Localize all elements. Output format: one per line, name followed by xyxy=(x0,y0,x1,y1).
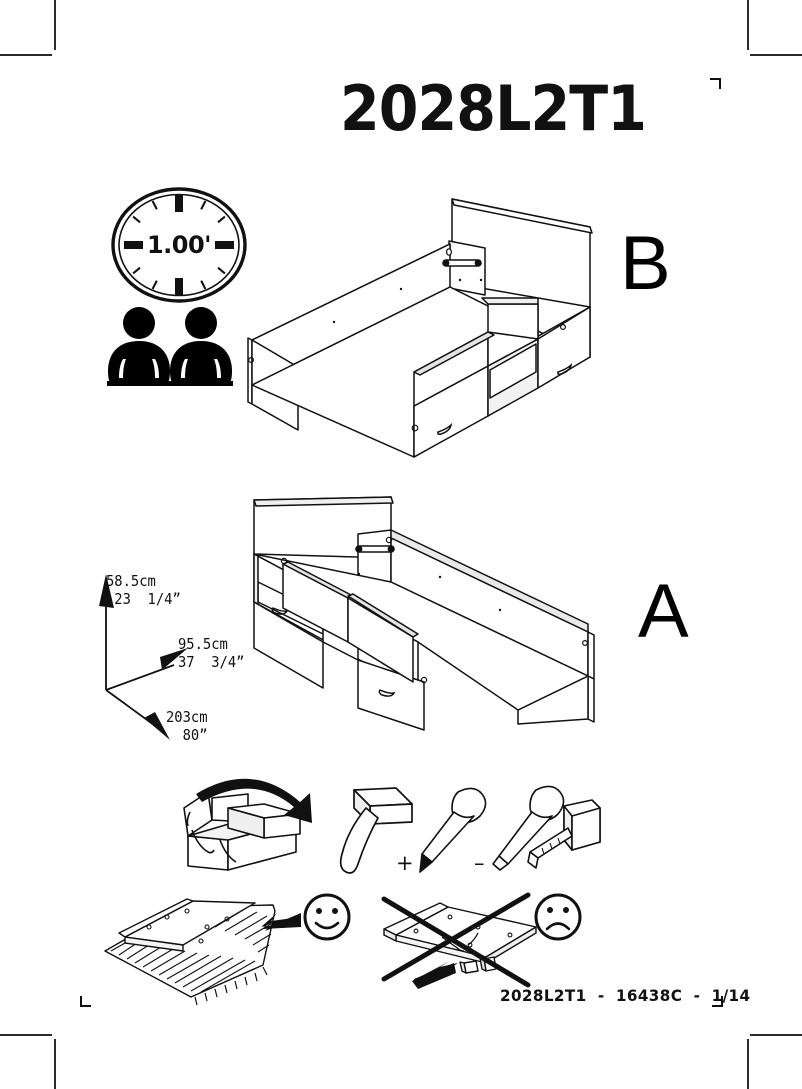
bed-illustration-a xyxy=(228,492,618,731)
phillips-screwdriver-icon xyxy=(419,787,487,873)
correct-method-illustration xyxy=(95,893,365,1006)
panel-on-hard-floor-icon xyxy=(381,892,582,989)
bolt-connector-icon xyxy=(442,248,482,267)
debris-icon xyxy=(459,956,497,974)
two-persons-icon xyxy=(107,307,233,386)
crop-mark-top-left-horizontal xyxy=(0,54,52,56)
dimension-length: 203cm 80” xyxy=(166,708,208,744)
toolbox-icon xyxy=(183,791,301,871)
sad-face-icon xyxy=(534,893,582,941)
assembly-time-label: 1.00' xyxy=(146,231,212,259)
cross-out-mark xyxy=(381,892,531,988)
dimension-axes-icon xyxy=(99,574,188,740)
bed-illustration-b xyxy=(238,192,618,460)
panel-on-carpet-icon xyxy=(104,893,351,1006)
crop-mark-bottom-left-horizontal xyxy=(0,1034,52,1036)
tools-illustration: + – xyxy=(183,778,601,875)
incorrect-method-illustration xyxy=(378,892,598,1005)
dimension-length-metric: 203cm xyxy=(166,708,208,726)
bolt-connector-icon xyxy=(355,536,395,553)
footer-reference: 2028L2T1 - 16438C - 1/14 xyxy=(500,986,751,1005)
dimension-height-metric: 58.5cm xyxy=(106,572,156,590)
page-title: 2028L2T1 xyxy=(340,72,647,145)
registration-bracket-bottom-right xyxy=(712,996,723,1007)
bed-platform-drawers-right-icon xyxy=(247,198,593,458)
flathead-marker: – xyxy=(474,851,485,875)
crop-mark-top-left-vertical xyxy=(54,0,56,50)
view-letter-b: B xyxy=(620,221,671,306)
view-letter-a: A xyxy=(638,569,689,654)
flathead-screwdriver-icon xyxy=(492,785,565,871)
dimension-width-imperial: 37 3/4” xyxy=(178,653,245,671)
dimension-width-metric: 95.5cm xyxy=(178,635,228,653)
crop-mark-bottom-right-vertical xyxy=(747,1039,749,1089)
dimension-height-imperial: 23 1/4” xyxy=(114,590,181,608)
clock-icon xyxy=(111,187,247,303)
tape-measure-icon xyxy=(527,799,601,869)
dimension-height: 58.5cm 23 1/4” xyxy=(106,572,181,608)
people-required-indicator xyxy=(101,305,241,387)
crop-mark-bottom-left-vertical xyxy=(54,1039,56,1089)
crop-mark-top-right-vertical xyxy=(747,0,749,50)
dimension-length-imperial: 80” xyxy=(182,726,208,744)
dimension-diagram: 58.5cm 23 1/4” 95.5cm 37 3/4” 203cm 80” xyxy=(88,560,288,760)
dimension-width: 95.5cm 37 3/4” xyxy=(178,635,244,671)
phillips-marker: + xyxy=(396,851,414,875)
crop-mark-top-right-horizontal xyxy=(750,54,802,56)
crop-mark-bottom-right-horizontal xyxy=(750,1034,802,1036)
arrow-icon xyxy=(196,778,312,823)
assembly-time-indicator: 1.00' xyxy=(110,186,248,304)
registration-bracket-bottom-left xyxy=(80,996,91,1007)
required-tools-row: + – xyxy=(168,778,601,890)
happy-face-icon xyxy=(303,893,351,941)
bed-platform-drawers-left-icon xyxy=(253,496,595,731)
registration-bracket-top-right xyxy=(710,78,721,89)
mallet-icon xyxy=(339,787,413,874)
